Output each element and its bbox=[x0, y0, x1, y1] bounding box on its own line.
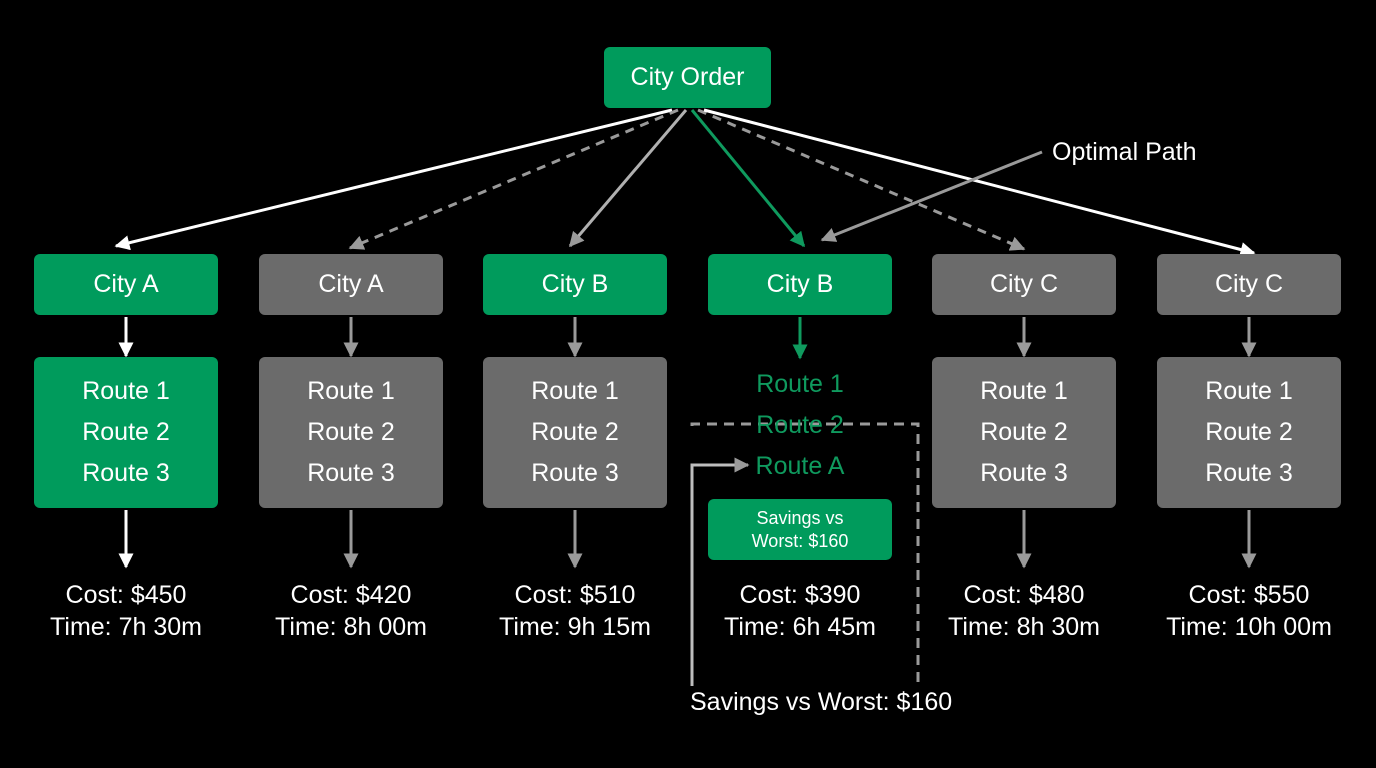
route-item: Route 3 bbox=[531, 459, 619, 487]
edge-root-city-b-1 bbox=[568, 109, 688, 248]
metrics-1: Cost: $450 Time: 7h 30m bbox=[16, 579, 236, 643]
route-item: Route 1 bbox=[82, 377, 170, 405]
cost-label: Cost: $420 bbox=[290, 581, 412, 609]
time-label: Time: 8h 00m bbox=[275, 613, 427, 641]
route-item: Route 3 bbox=[1205, 459, 1293, 487]
routes-box-1: Route 1 Route 2 Route 3 bbox=[34, 357, 218, 508]
metrics-2: Cost: $420 Time: 8h 00m bbox=[241, 579, 461, 643]
route-item: Route 2 bbox=[756, 411, 844, 439]
edge-root-city-c-2 bbox=[703, 108, 1256, 257]
metrics-4: Cost: $390 Time: 6h 45m bbox=[690, 579, 910, 643]
cost-label: Cost: $480 bbox=[963, 581, 1085, 609]
savings-badge-line-2: Worst: $160 bbox=[751, 530, 849, 551]
cost-label: Cost: $510 bbox=[514, 581, 636, 609]
cost-label: Cost: $390 bbox=[739, 581, 861, 609]
savings-note: Savings vs Worst: $160 bbox=[690, 688, 953, 716]
city-node-4: City B bbox=[708, 254, 892, 315]
routes-box-6: Route 1 Route 2 Route 3 bbox=[1157, 357, 1341, 508]
city-node-3: City B bbox=[483, 254, 667, 315]
city-node-6: City C bbox=[1157, 254, 1341, 315]
time-label: Time: 9h 15m bbox=[499, 613, 651, 641]
route-item: Route 1 bbox=[756, 370, 844, 398]
route-item: Route 3 bbox=[82, 459, 170, 487]
callout-pointer bbox=[820, 150, 1043, 242]
savings-badge-line-1: Savings vs bbox=[756, 507, 844, 528]
routes-list-optimal: Route 1 Route 2 Route A bbox=[708, 370, 892, 481]
root-node-city-order: City Order bbox=[604, 47, 771, 108]
time-label: Time: 10h 00m bbox=[1166, 613, 1332, 641]
route-item: Route 3 bbox=[980, 459, 1068, 487]
route-item: Route 1 bbox=[980, 377, 1068, 405]
routes-box-2: Route 1 Route 2 Route 3 bbox=[259, 357, 443, 508]
time-label: Time: 7h 30m bbox=[50, 613, 202, 641]
optimal-path-label: Optimal Path bbox=[1052, 138, 1197, 166]
time-label: Time: 8h 30m bbox=[948, 613, 1100, 641]
route-a-link bbox=[690, 457, 750, 686]
route-item: Route 1 bbox=[531, 377, 619, 405]
route-item: Route 2 bbox=[307, 418, 395, 446]
metrics-3: Cost: $510 Time: 9h 15m bbox=[465, 579, 685, 643]
route-item: Route 2 bbox=[1205, 418, 1293, 446]
routes-box-5: Route 1 Route 2 Route 3 bbox=[932, 357, 1116, 508]
savings-badge: Savings vs Worst: $160 bbox=[708, 499, 892, 560]
edge-root-city-c-1 bbox=[697, 108, 1026, 251]
city-node-2: City A bbox=[259, 254, 443, 315]
route-item: Route 2 bbox=[82, 418, 170, 446]
route-item: Route 1 bbox=[1205, 377, 1293, 405]
route-item-route-a: Route A bbox=[755, 452, 845, 480]
edge-root-city-a-2 bbox=[348, 108, 679, 250]
city-node-1: City A bbox=[34, 254, 218, 315]
routes-box-3: Route 1 Route 2 Route 3 bbox=[483, 357, 667, 508]
edge-root-city-b-2 bbox=[690, 109, 806, 248]
route-item: Route 2 bbox=[980, 418, 1068, 446]
route-item: Route 3 bbox=[307, 459, 395, 487]
metrics-6: Cost: $550 Time: 10h 00m bbox=[1139, 579, 1359, 643]
time-label: Time: 6h 45m bbox=[724, 613, 876, 641]
cost-label: Cost: $450 bbox=[65, 581, 187, 609]
route-item: Route 1 bbox=[307, 377, 395, 405]
metrics-5: Cost: $480 Time: 8h 30m bbox=[914, 579, 1134, 643]
savings-bracket bbox=[690, 422, 920, 686]
edge-root-city-a-1 bbox=[114, 108, 673, 251]
route-item: Route 2 bbox=[531, 418, 619, 446]
cost-label: Cost: $550 bbox=[1188, 581, 1310, 609]
city-node-5: City C bbox=[932, 254, 1116, 315]
